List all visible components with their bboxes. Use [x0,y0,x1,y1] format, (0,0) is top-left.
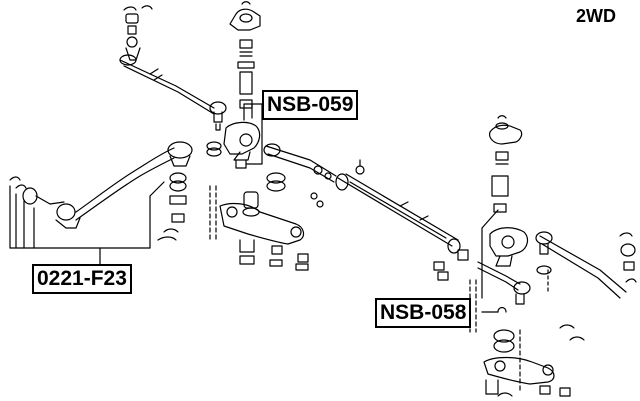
left-lower-link [9,141,193,265]
drive-variant-label: 2WD [576,6,616,26]
center-drag-link [335,159,469,281]
callout-leader-059 [243,103,263,165]
upper-tie-rod [119,5,227,131]
right-side-hardware [469,115,637,397]
callout-0221-f23[interactable]: 0221-F23 [32,264,132,294]
callout-nsb-058[interactable]: NSB-058 [375,298,472,328]
center-top-hardware [206,1,261,169]
idler-arm-assembly [209,143,337,271]
callout-nsb-059[interactable]: NSB-059 [262,90,359,120]
